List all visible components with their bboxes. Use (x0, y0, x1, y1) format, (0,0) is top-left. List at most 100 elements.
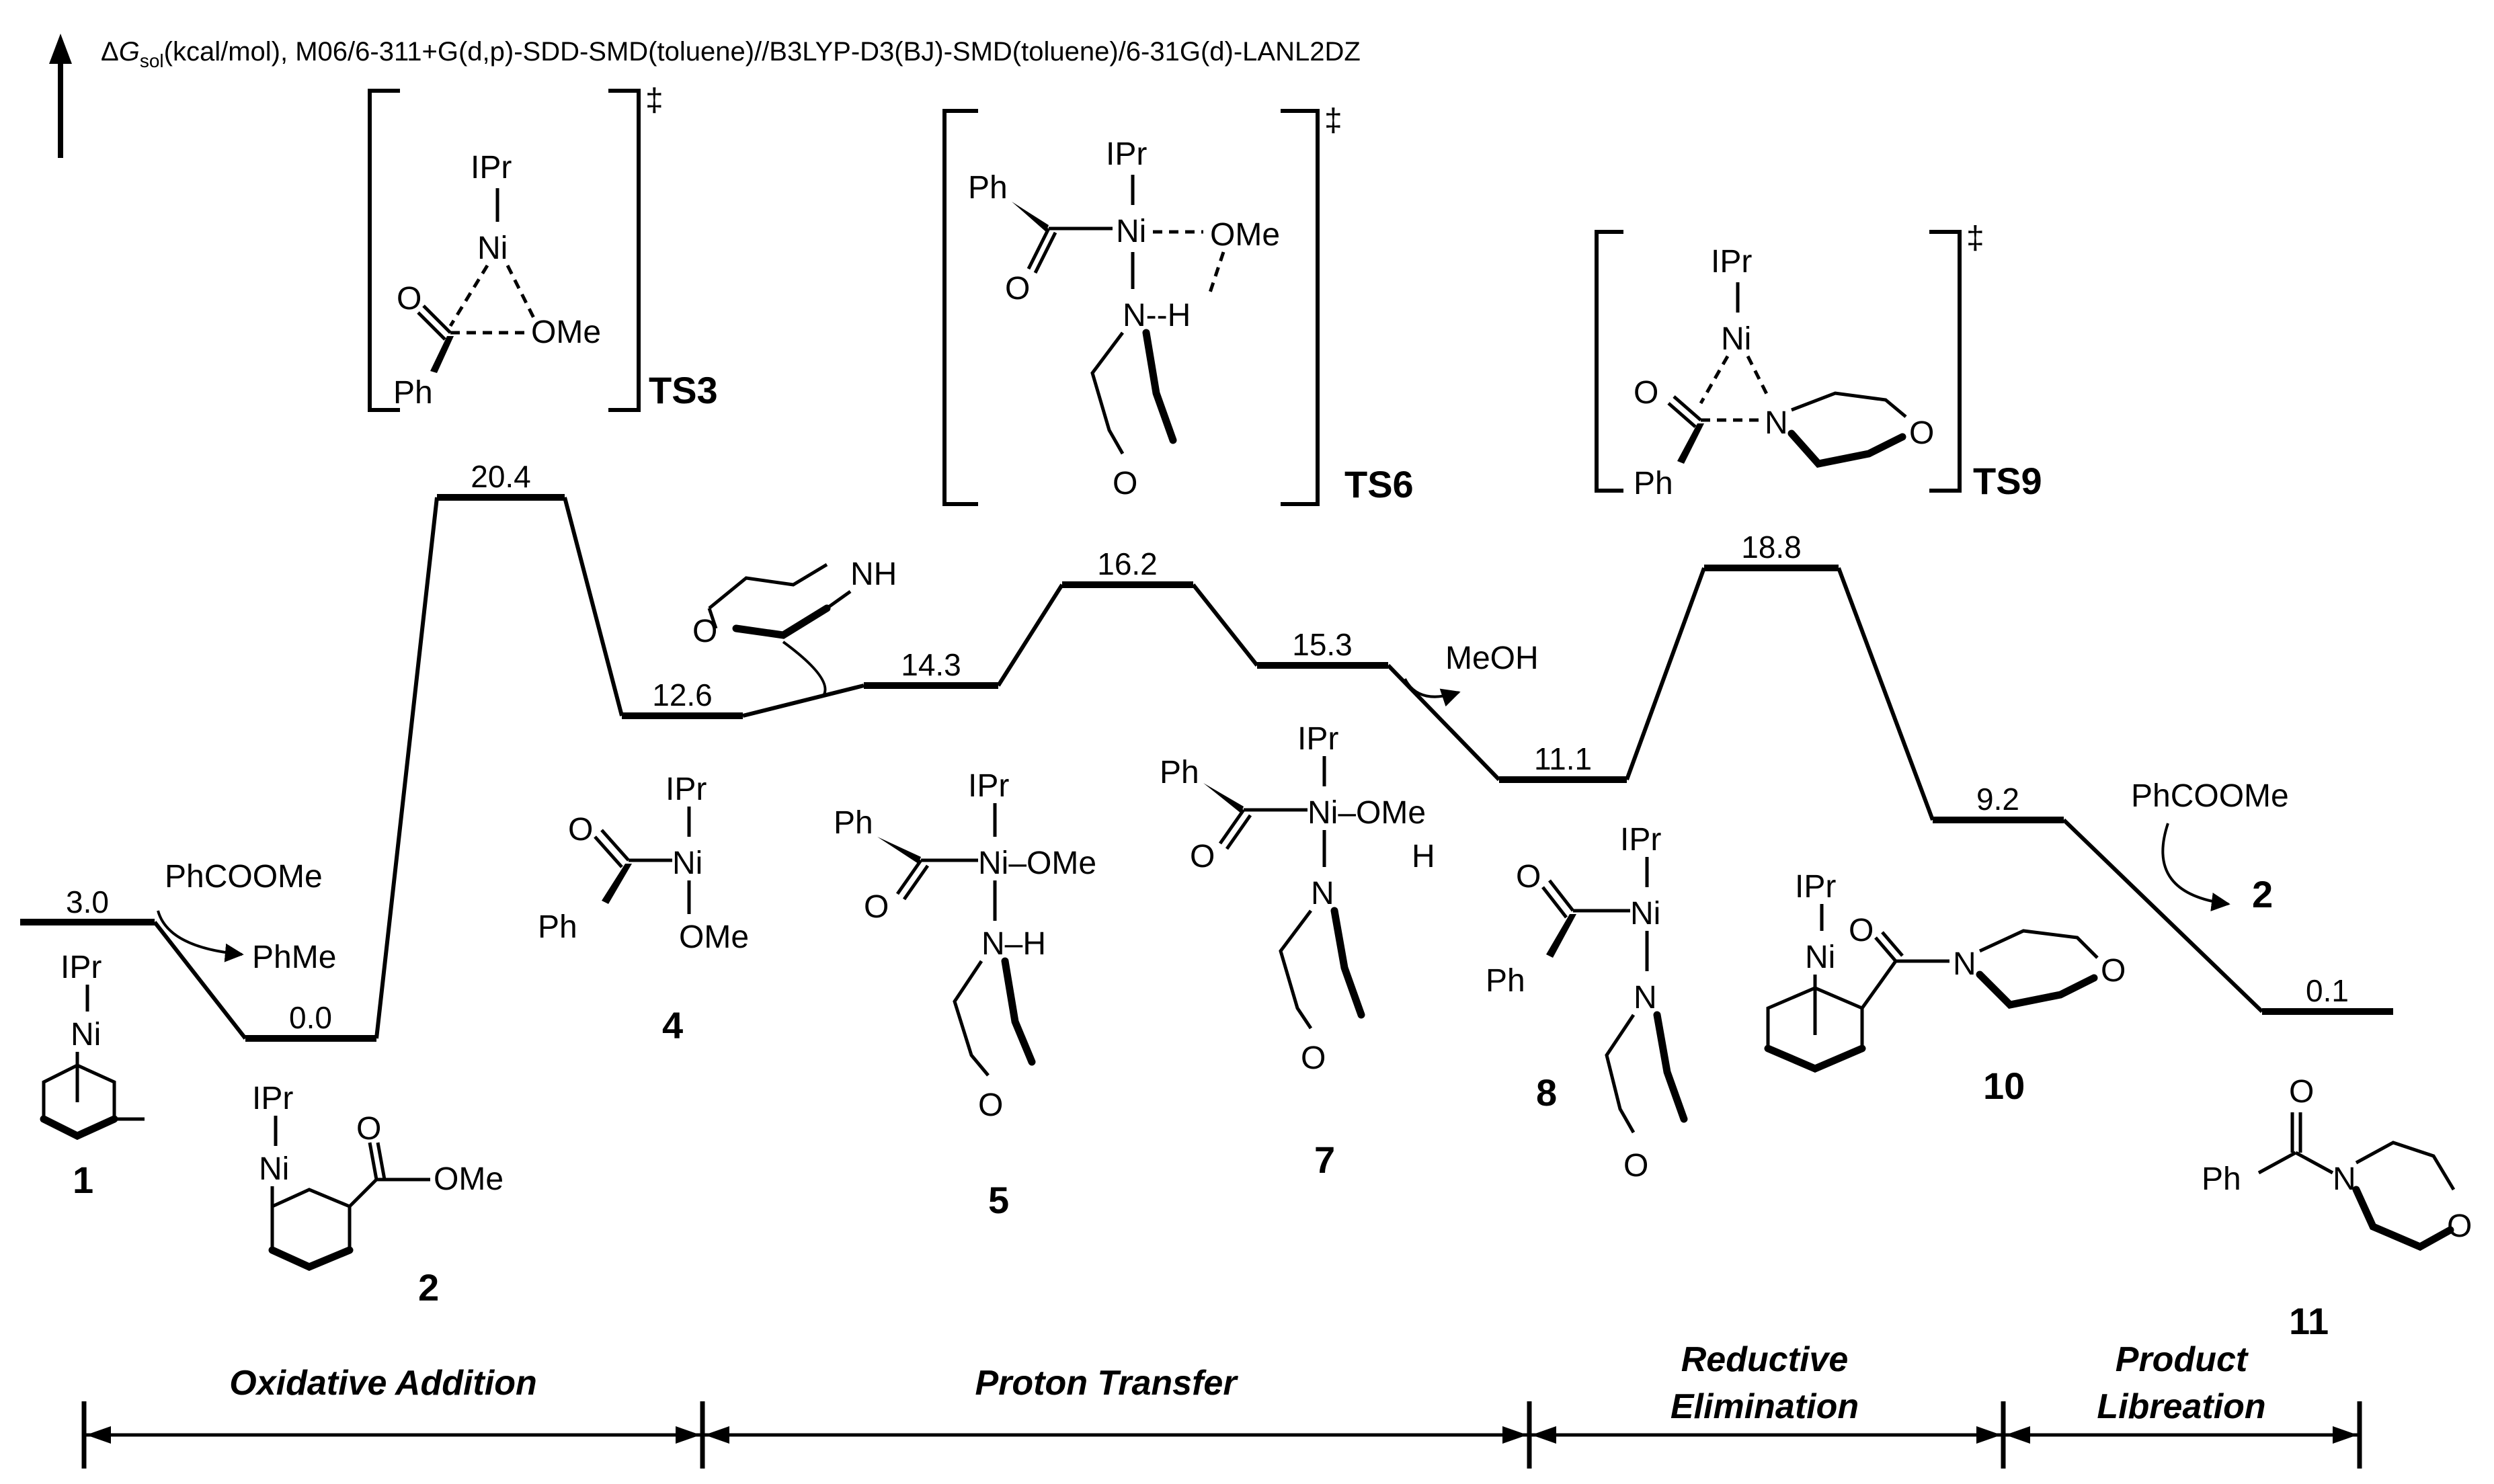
energy-value: 14.3 (901, 647, 961, 682)
species-1-structure: IPr Ni (40, 950, 145, 1141)
svg-text:O: O (1005, 271, 1030, 306)
svg-text:Ni: Ni (672, 846, 702, 881)
svg-text:O: O (2101, 953, 2126, 989)
svg-text:N: N (2333, 1161, 2356, 1197)
svg-text:Ph: Ph (538, 909, 577, 945)
species-5-structure: IPr Ni–OMe Ph O N–H O (834, 768, 1096, 1123)
phase-product-libreation: Product (2116, 1340, 2249, 1379)
svg-text:Ni: Ni (1721, 321, 1751, 357)
svg-text:OMe: OMe (434, 1161, 504, 1197)
energy-value: 18.8 (1741, 530, 1802, 565)
svg-text:N: N (1311, 876, 1334, 911)
label-ts6: TS6 (1344, 463, 1414, 505)
svg-text:Ph: Ph (2202, 1161, 2241, 1197)
svg-text:O: O (1516, 859, 1541, 895)
svg-text:IPr: IPr (968, 768, 1009, 804)
svg-text:O: O (1113, 466, 1137, 501)
energy-value: 20.4 (471, 459, 531, 494)
svg-text:OMe: OMe (1210, 217, 1280, 253)
phase-reductive-elimination: Reductive (1681, 1340, 1849, 1379)
svg-text:Ph: Ph (1634, 466, 1673, 501)
ts3-structure: ‡ IPr Ni O OMe Ph (368, 83, 663, 412)
svg-text:O: O (1849, 913, 1874, 948)
svg-text:N--H: N--H (1123, 298, 1191, 333)
label-ts9: TS9 (1973, 460, 2042, 502)
svg-text:IPr: IPr (1297, 721, 1338, 757)
svg-text:Ph: Ph (393, 375, 433, 411)
label-species-10: 10 (1983, 1065, 2025, 1107)
svg-text:O: O (864, 889, 889, 925)
svg-text:Ph: Ph (1486, 963, 1525, 999)
svg-text:2: 2 (2252, 873, 2273, 915)
y-axis-arrowhead (49, 34, 72, 64)
svg-text:PhMe: PhMe (252, 940, 336, 975)
energy-value: 15.3 (1292, 627, 1353, 662)
svg-text:N: N (1765, 405, 1788, 441)
phase-reductive-elimination: Elimination (1671, 1387, 1859, 1426)
label-species-8: 8 (1536, 1071, 1557, 1114)
svg-text:OMe: OMe (531, 315, 601, 350)
svg-text:Ni: Ni (477, 231, 508, 266)
label-species-4: 4 (662, 1004, 683, 1046)
svg-text:OMe: OMe (679, 919, 749, 955)
svg-text:O: O (568, 812, 593, 848)
svg-text:PhCOOMe: PhCOOMe (2131, 778, 2289, 814)
ts9-structure: ‡ IPr Ni O Ph N O (1595, 220, 1984, 501)
label-species-5: 5 (988, 1179, 1009, 1221)
svg-text:O: O (1623, 1148, 1648, 1184)
svg-text:N–H: N–H (981, 926, 1046, 962)
phase-product-libreation: Libreation (2097, 1387, 2265, 1426)
label-species-1: 1 (73, 1159, 93, 1201)
label-ts3: TS3 (649, 369, 718, 411)
svg-text:O: O (978, 1087, 1003, 1123)
svg-text:MeOH: MeOH (1445, 641, 1539, 676)
svg-text:‡: ‡ (1324, 103, 1342, 138)
reagent-meoh-out: MeOH (1404, 641, 1539, 707)
svg-text:Ni–OMe: Ni–OMe (978, 846, 1096, 881)
ts6-structure: ‡ IPr Ni Ph O OMe N--H O (942, 103, 1342, 506)
svg-text:Ni: Ni (1805, 940, 1835, 975)
energy-value: 9.2 (1976, 782, 2019, 817)
svg-text:Ni: Ni (71, 1017, 101, 1053)
svg-text:IPr: IPr (666, 772, 707, 807)
svg-text:IPr: IPr (1795, 869, 1836, 905)
svg-text:IPr: IPr (61, 950, 102, 985)
svg-text:O: O (1909, 415, 1934, 451)
svg-text:N: N (1953, 946, 1976, 982)
species-7-structure: IPr Ni–OMe Ph O H N O (1160, 721, 1435, 1076)
reagent-phcoome-in: PhCOOMe PhMe (157, 859, 336, 975)
svg-text:O: O (692, 614, 717, 649)
svg-text:Ph: Ph (968, 170, 1008, 206)
species-8-structure: IPr Ni O Ph N O (1486, 822, 1688, 1184)
svg-text:O: O (2289, 1074, 2314, 1110)
svg-text:Ni: Ni (1116, 214, 1146, 249)
phase-proton-transfer: Proton Transfer (975, 1364, 1238, 1403)
svg-text:PhCOOMe: PhCOOMe (165, 859, 323, 895)
label-species-7: 7 (1314, 1139, 1335, 1181)
svg-text:IPr: IPr (1620, 822, 1661, 858)
svg-text:IPr: IPr (1106, 136, 1147, 172)
phase-oxidative-addition: Oxidative Addition (229, 1364, 536, 1403)
species-10-structure: IPr Ni O N O (1764, 869, 2126, 1073)
phase-bar (81, 1401, 2362, 1469)
species-2-structure: IPr Ni O OMe (252, 1081, 504, 1271)
svg-text:NH: NH (850, 556, 897, 592)
svg-text:Ni–OMe: Ni–OMe (1308, 795, 1426, 831)
svg-text:O: O (1190, 839, 1215, 874)
energy-value: 12.6 (652, 677, 713, 712)
energy-value: 0.1 (2306, 973, 2349, 1008)
reagent-phcoome-release: PhCOOMe 2 (2131, 778, 2289, 915)
svg-text:IPr: IPr (252, 1081, 293, 1116)
svg-text:N: N (1634, 980, 1657, 1016)
svg-text:IPr: IPr (471, 150, 512, 186)
svg-text:H: H (1412, 839, 1435, 874)
svg-text:O: O (2447, 1208, 2472, 1244)
species-4-structure: IPr Ni O Ph OMe (538, 772, 749, 955)
energy-value: 0.0 (289, 1000, 332, 1035)
energy-values: 3.0 0.0 20.4 12.6 14.3 16.2 15.3 11.1 18… (66, 459, 2349, 1035)
reagent-morpholine-in: O NH (692, 556, 897, 697)
svg-text:O: O (1634, 375, 1658, 411)
svg-text:O: O (397, 281, 421, 317)
energy-value: 16.2 (1097, 546, 1158, 581)
